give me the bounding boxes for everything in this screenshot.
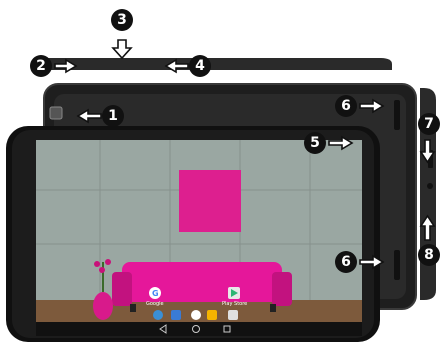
callout-1: 1 xyxy=(102,105,124,127)
play-store-app-label: Play Store xyxy=(222,301,247,307)
rear-camera xyxy=(50,107,62,119)
tablet-top-edge xyxy=(44,58,392,70)
callout-5: 5 xyxy=(304,132,326,154)
arrow-3 xyxy=(113,40,131,58)
svg-text:G: G xyxy=(152,289,159,298)
callout-6-top: 6 xyxy=(335,95,357,117)
dock-icon-3 xyxy=(207,310,217,320)
callout-8: 8 xyxy=(418,244,440,266)
dock-icon-4 xyxy=(228,310,238,320)
speaker-grille-top xyxy=(394,100,400,130)
dock-icon-2 xyxy=(171,310,181,320)
google-app-label: Google xyxy=(146,301,164,307)
wall-frame xyxy=(179,170,241,232)
dock-apps-icon xyxy=(191,310,201,320)
callout-4: 4 xyxy=(189,55,211,77)
dock-icon-1 xyxy=(153,310,163,320)
callout-2: 2 xyxy=(30,55,52,77)
callout-6-bottom: 6 xyxy=(335,251,357,273)
power-button-side xyxy=(427,183,433,189)
speaker-grille-bottom xyxy=(394,250,400,280)
screen: G xyxy=(36,140,362,336)
callout-7: 7 xyxy=(418,113,440,135)
callout-3: 3 xyxy=(111,9,133,31)
